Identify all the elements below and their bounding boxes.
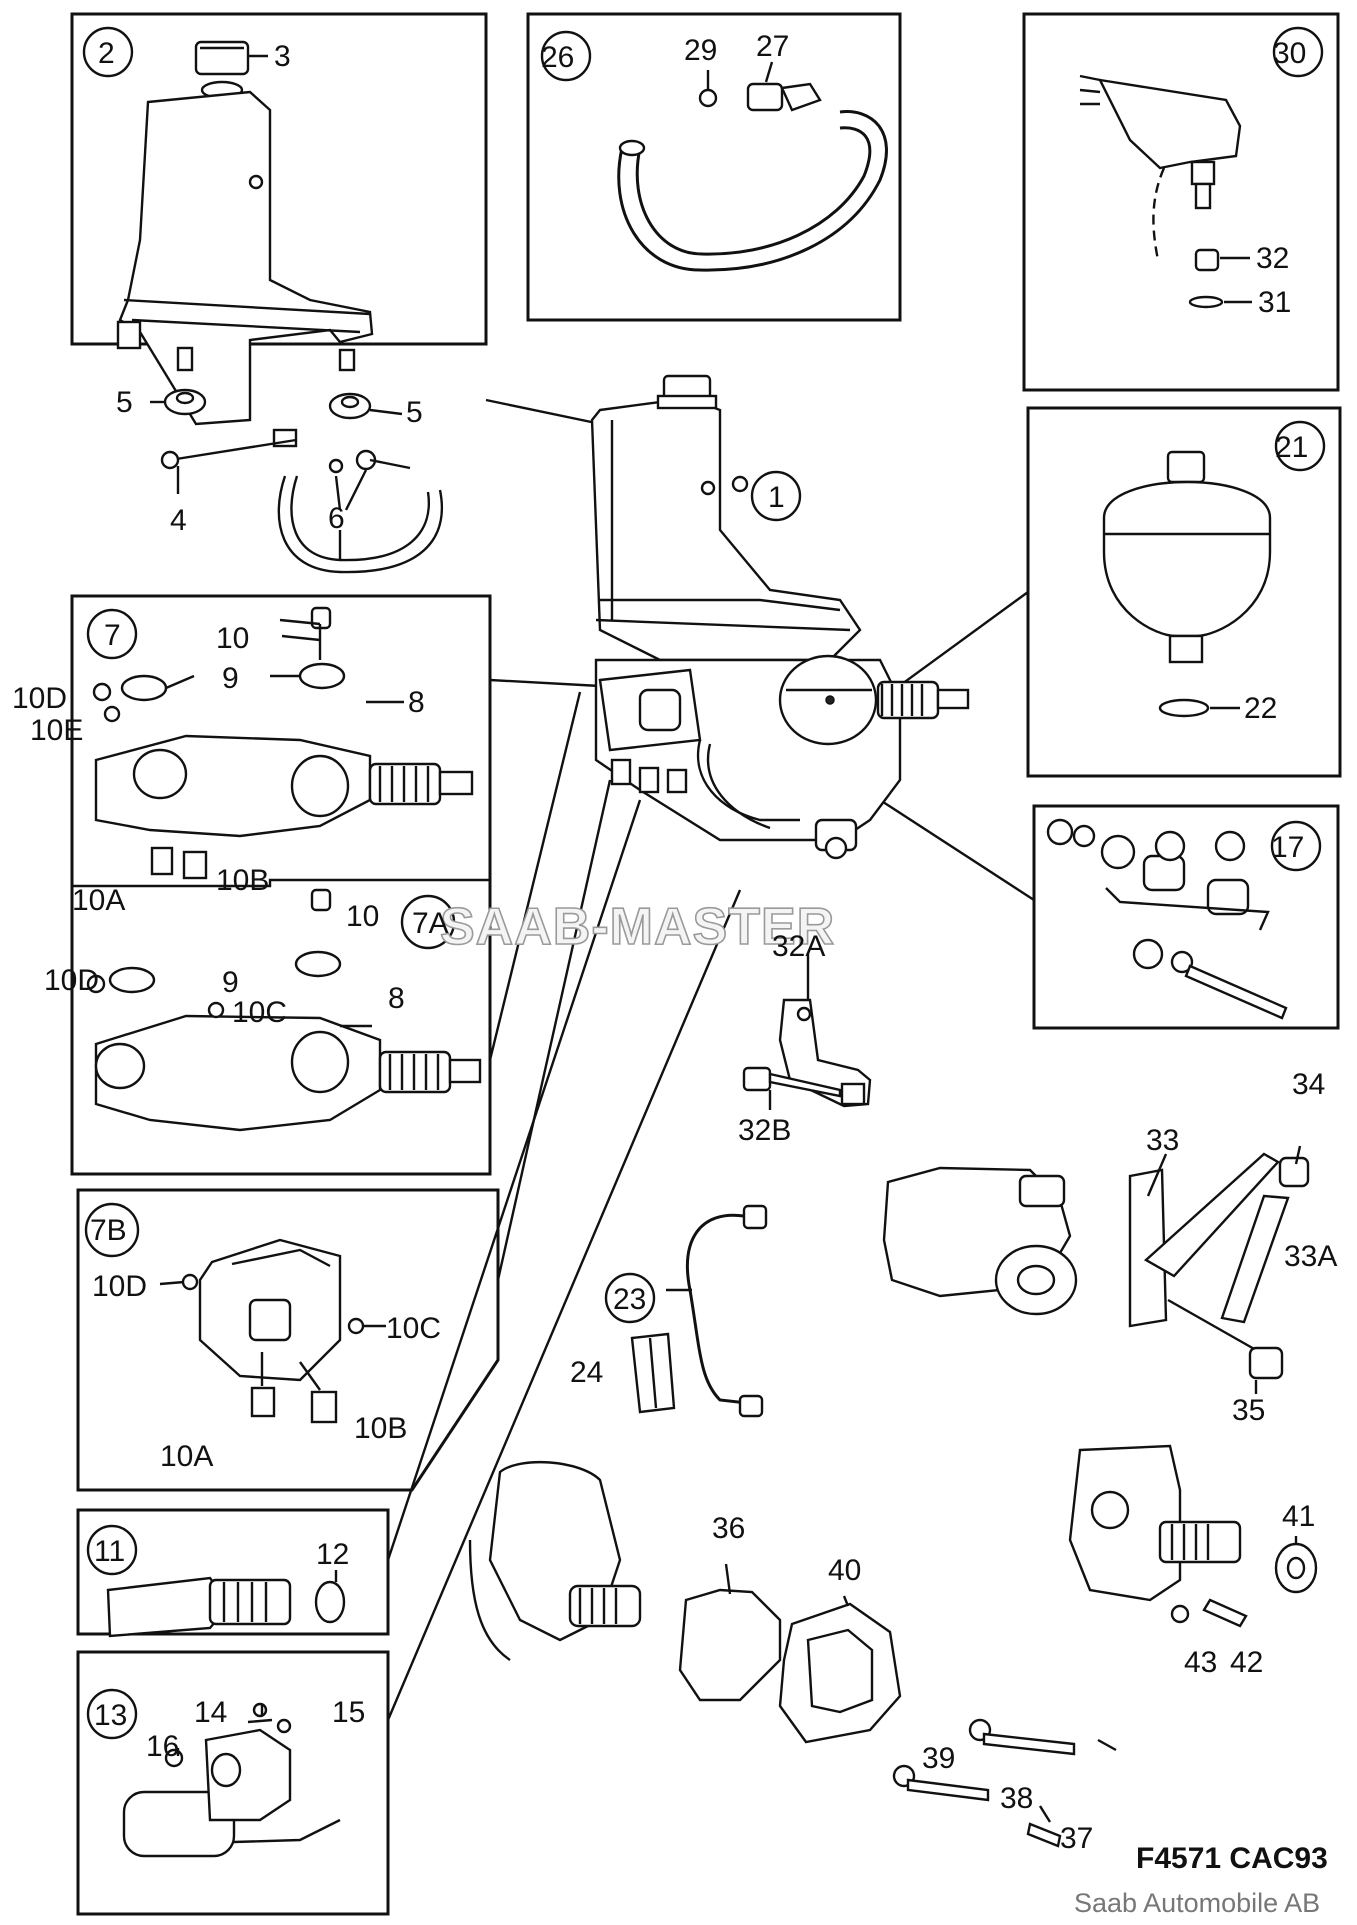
label-7B: 7B [90,1214,127,1247]
divider-7-7a [72,878,490,888]
label-29: 29 [684,34,717,67]
label-11: 11 [94,1535,125,1568]
label-35: 35 [1232,1394,1265,1427]
label-32A: 32A [772,930,825,963]
master-cylinder-assembly [590,374,970,860]
label-36: 36 [712,1512,745,1545]
label-30: 30 [1273,37,1306,70]
label-10E: 10E [30,714,83,747]
box-7-valve [92,606,474,880]
label-9-top: 9 [222,662,239,695]
box-7b-valve [159,1238,386,1424]
label-9-lower: 9 [222,966,239,999]
label-10-top: 10 [216,622,249,655]
label-32: 32 [1256,242,1289,275]
label-10A-2: 10A [160,1440,213,1473]
label-41: 41 [1282,1500,1315,1533]
label-32B: 32B [738,1114,791,1147]
label-10A-1: 10A [72,884,125,917]
box-17-parts [1046,818,1288,1020]
label-10D-2: 10D [44,964,99,997]
servo-detail-41 [1068,1444,1318,1628]
label-10C-1: 10C [232,996,287,1029]
label-17: 17 [1271,831,1304,864]
label-12: 12 [316,1538,349,1571]
callout-labels: 2 3 5 5 4 6 26 29 27 30 32 31 21 22 1 7 … [12,30,1337,1855]
credit: Saab Automobile AB [1074,1888,1320,1918]
label-5-right: 5 [406,396,423,429]
label-7: 7 [104,619,121,652]
box-7a-valve [86,888,482,1132]
label-43: 43 [1184,1646,1217,1679]
label-8-lower: 8 [388,982,405,1015]
label-21: 21 [1275,431,1308,464]
label-40: 40 [828,1554,861,1587]
label-42: 42 [1230,1646,1263,1679]
circled-callouts [82,26,1326,1740]
label-10C-2: 10C [386,1312,441,1345]
label-38: 38 [1000,1782,1033,1815]
label-14: 14 [194,1696,227,1729]
box-11-solenoid [106,1570,346,1638]
label-7A: 7A [412,907,449,940]
box-13-pump [122,1702,341,1858]
cap-part-3 [194,40,250,76]
label-24: 24 [570,1356,603,1389]
label-10-lower: 10 [346,900,379,933]
label-33: 33 [1146,1124,1179,1157]
label-5-left: 5 [116,386,133,419]
label-10D-3: 10D [92,1270,147,1303]
label-27: 27 [756,30,789,63]
label-4: 4 [170,504,187,537]
label-2: 2 [98,37,115,70]
label-33A: 33A [1284,1240,1337,1273]
box-21-accumulator [1102,450,1272,718]
label-13: 13 [94,1699,127,1732]
watermark: SAAB-MASTER [440,898,835,956]
servo-mount-assembly [468,1461,1117,1848]
label-10D-1: 10D [12,682,67,715]
label-34: 34 [1292,1068,1325,1101]
label-26: 26 [541,41,574,74]
leader-lines [386,398,1035,1721]
label-1: 1 [768,481,785,514]
box-2-reservoir [116,40,444,574]
label-31: 31 [1258,286,1291,319]
label-15: 15 [332,1696,365,1729]
pedal-bracket-assembly [882,1145,1310,1394]
label-10B-1: 10B [216,864,269,897]
label-39: 39 [922,1742,955,1775]
box-30 [1022,12,1340,392]
figure-code: F4571 CAC93 [1136,1842,1328,1875]
label-8-top: 8 [408,686,425,719]
label-23: 23 [613,1283,646,1316]
box-30-reservoir-detail [1079,74,1252,309]
label-10B-2: 10B [354,1412,407,1445]
label-37: 37 [1060,1822,1093,1855]
label-16: 16 [146,1730,179,1763]
label-6: 6 [328,502,345,535]
label-3: 3 [274,40,291,73]
box-26-hose [617,61,888,272]
brake-pipe-23 [630,1204,768,1418]
bracket-32 [742,954,872,1110]
label-22: 22 [1244,692,1277,725]
